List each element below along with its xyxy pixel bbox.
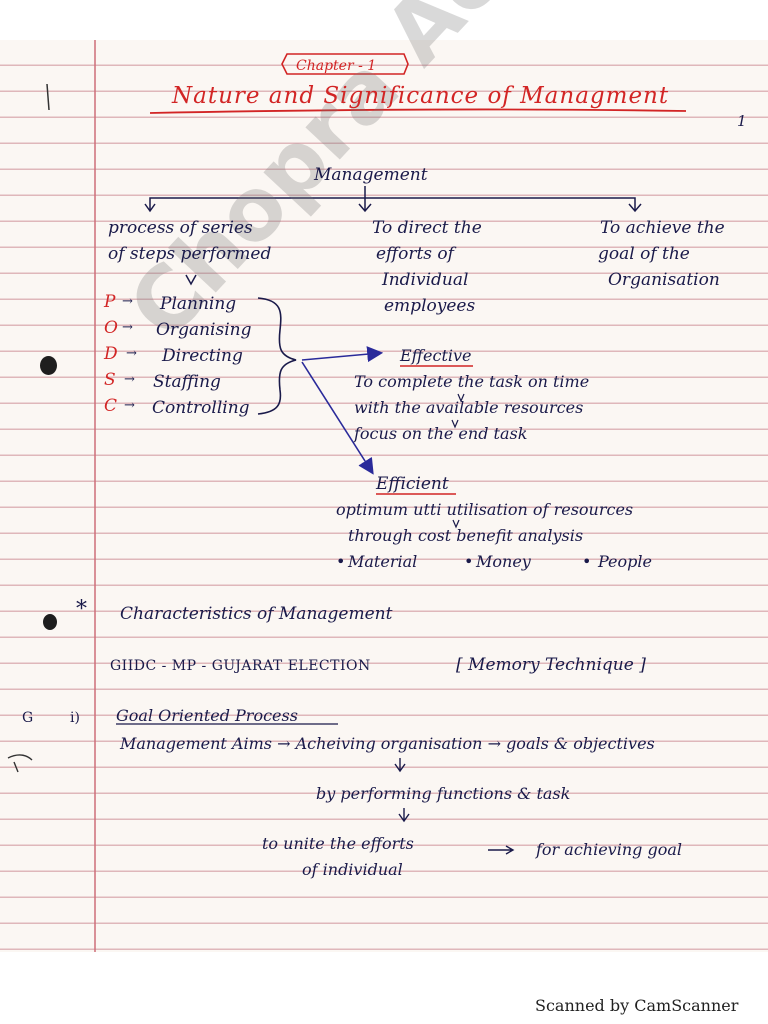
efficient-heading: Efficient bbox=[376, 474, 449, 494]
podsc-letter: S bbox=[104, 370, 116, 390]
notebook-page bbox=[0, 40, 768, 952]
item-letter: G bbox=[22, 710, 34, 726]
podsc-letter: D bbox=[104, 344, 118, 364]
efficient-bullet: Money bbox=[476, 552, 531, 571]
podsc-arrow: → bbox=[124, 398, 135, 413]
binder-hole bbox=[40, 356, 57, 375]
podsc-label: Directing bbox=[162, 346, 243, 366]
star-marker: * bbox=[76, 597, 87, 622]
podsc-label: Organising bbox=[156, 320, 252, 340]
flow-line: to unite the efforts bbox=[262, 834, 414, 853]
podsc-letter: P bbox=[104, 292, 116, 312]
podsc-label: Planning bbox=[160, 294, 237, 314]
tree-root: Management bbox=[314, 165, 428, 185]
title-underline bbox=[149, 108, 687, 114]
podsc-label: Staffing bbox=[153, 372, 221, 392]
characteristics-heading: Characteristics of Management bbox=[120, 604, 393, 624]
down-arrow bbox=[185, 274, 197, 286]
brace bbox=[257, 297, 297, 415]
branch-line: Organisation bbox=[608, 270, 720, 290]
podsc-arrow: → bbox=[122, 294, 133, 309]
margin-mark bbox=[46, 83, 50, 111]
efficient-bullet: Material bbox=[348, 552, 418, 571]
memory-technique-note: [ Memory Technique ] bbox=[456, 655, 646, 675]
efficient-line: through cost benefit analysis bbox=[348, 526, 584, 545]
tree-arrow-left bbox=[144, 203, 156, 213]
branch-line: To achieve the bbox=[600, 218, 725, 238]
flow-line: Management Aims → Acheiving organisation… bbox=[120, 734, 655, 753]
tick bbox=[457, 393, 465, 403]
flow-line: by performing functions & task bbox=[316, 784, 571, 803]
podsc-arrow: → bbox=[122, 320, 133, 335]
flow-arrow-right bbox=[488, 845, 515, 855]
margin-line bbox=[94, 40, 96, 952]
arrow-to-effective bbox=[301, 346, 384, 363]
tick bbox=[451, 419, 459, 429]
flow-arrow-down bbox=[398, 808, 410, 823]
efficient-bullet: People bbox=[598, 552, 652, 571]
mnemonic: GIIDC - MP - GUJARAT ELECTION bbox=[110, 658, 371, 674]
branch-line: Individual bbox=[382, 270, 469, 290]
effective-line: focus on the end task bbox=[354, 424, 528, 443]
item-title: Goal Oriented Process bbox=[116, 706, 298, 725]
chapter-box bbox=[281, 53, 409, 75]
tree-arrow-mid bbox=[358, 203, 372, 213]
efficient-line: optimum utti utilisation of resources bbox=[336, 500, 634, 519]
branch-line: of steps performed bbox=[108, 244, 272, 264]
branch-line: efforts of bbox=[376, 244, 454, 264]
podsc-arrow: → bbox=[124, 372, 135, 387]
efficient-bullet-dot: • bbox=[464, 552, 474, 571]
flow-arrow-down bbox=[394, 758, 406, 773]
page-number: 1 bbox=[737, 112, 747, 130]
binder-hole bbox=[43, 614, 57, 630]
podsc-letter: O bbox=[104, 318, 118, 338]
flow-line: of individual bbox=[302, 860, 403, 879]
effective-heading: Effective bbox=[400, 346, 472, 365]
arrow-to-efficient bbox=[301, 361, 374, 475]
flow-line: for achieving goal bbox=[536, 840, 682, 859]
item-number: i) bbox=[70, 710, 80, 726]
podsc-arrow: → bbox=[126, 346, 137, 361]
scanner-footer: Scanned by CamScanner bbox=[535, 996, 739, 1015]
chapter-label: Chapter - 1 bbox=[296, 58, 377, 74]
page-title: Nature and Significance of Managment bbox=[172, 83, 670, 109]
podsc-label: Controlling bbox=[152, 398, 250, 418]
tick bbox=[452, 519, 460, 529]
margin-mark bbox=[7, 754, 33, 773]
tree-bracket bbox=[149, 197, 636, 210]
branch-line: To direct the bbox=[372, 218, 482, 238]
tree-arrow-right bbox=[628, 203, 642, 213]
branch-line: process of series bbox=[108, 218, 253, 238]
efficient-bullet-dot: • bbox=[336, 552, 346, 571]
effective-line: with the available resources bbox=[354, 398, 584, 417]
effective-line: To complete the task on time bbox=[354, 372, 590, 391]
efficient-bullet-dot: • bbox=[582, 552, 592, 571]
podsc-letter: C bbox=[104, 396, 118, 416]
branch-line: goal of the bbox=[598, 244, 690, 264]
branch-line: employees bbox=[384, 296, 476, 316]
